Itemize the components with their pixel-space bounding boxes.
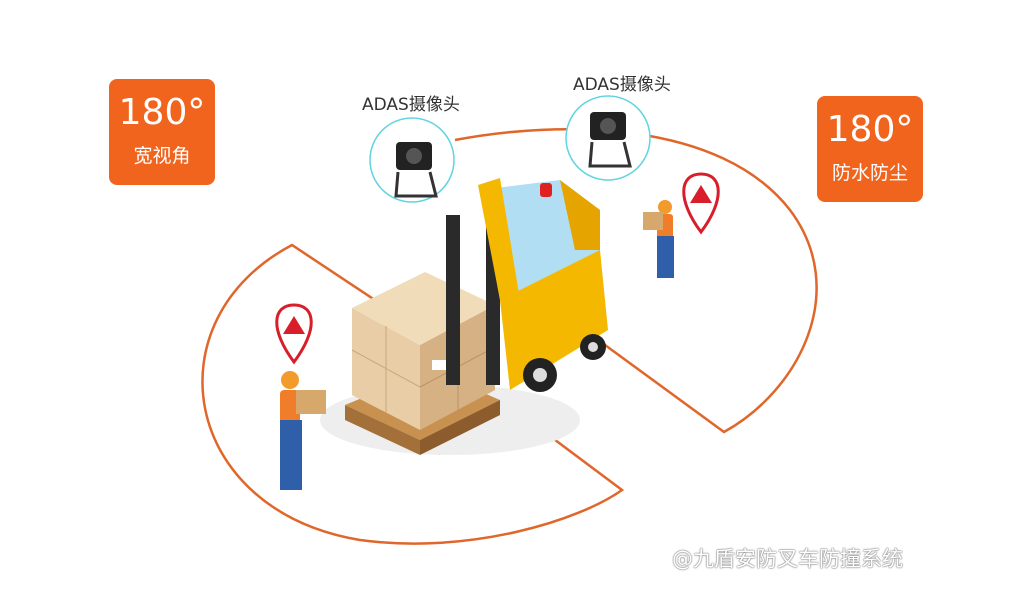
waterproof-badge: 180° 防水防尘 bbox=[817, 96, 923, 202]
wide-angle-badge: 180° 宽视角 bbox=[109, 79, 215, 185]
badge-label: 宽视角 bbox=[133, 145, 191, 167]
right-detection-zone bbox=[454, 128, 818, 434]
warning-pin-left-icon bbox=[275, 303, 313, 365]
camera-bubble-right bbox=[565, 95, 651, 181]
badge-label: 防水防尘 bbox=[831, 162, 908, 184]
badge-value: 180° bbox=[118, 92, 206, 133]
camera-label-right: ADAS摄像头 bbox=[573, 75, 671, 95]
camera-label-left: ADAS摄像头 bbox=[362, 95, 460, 115]
worker-left bbox=[280, 371, 326, 490]
warning-pin-right-icon bbox=[682, 172, 720, 235]
camera-bubble-left bbox=[369, 117, 455, 203]
forklift bbox=[446, 178, 608, 392]
badge-value: 180° bbox=[826, 109, 914, 150]
left-detection-zone bbox=[201, 243, 625, 545]
worker-right bbox=[643, 200, 674, 278]
watermark: @九盾安防叉车防撞系统 bbox=[672, 547, 903, 571]
